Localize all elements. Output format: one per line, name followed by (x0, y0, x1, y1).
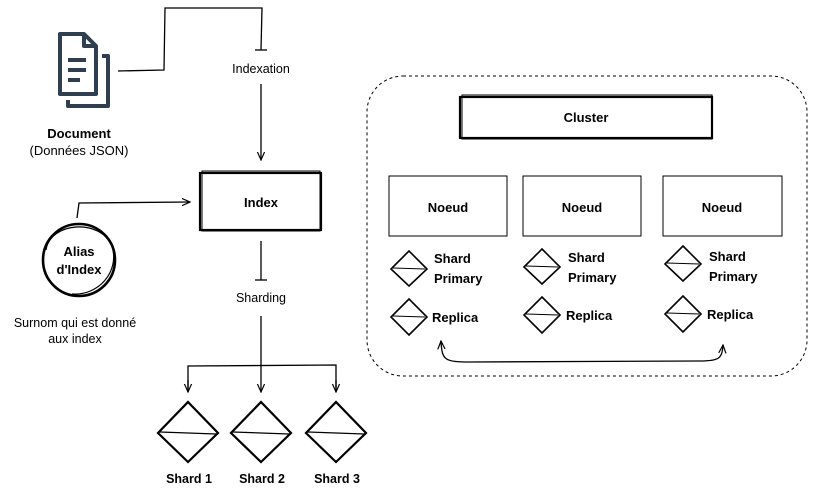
node-2-replica-diamond-icon (522, 295, 562, 335)
node-1-replica-label: Replica (432, 310, 479, 325)
indexation-label: Indexation (232, 62, 290, 76)
shard-2-label: Shard 2 (239, 472, 285, 486)
node-1-replica-diamond-icon (389, 297, 429, 337)
sharding-label: Sharding (236, 291, 286, 305)
cluster-title-box (458, 94, 714, 140)
node-2-primary-line2: Primary (568, 270, 617, 285)
replication-arrow (441, 341, 723, 363)
index-label: Index (244, 195, 279, 210)
alias-circle (41, 222, 117, 298)
node-3-primary-line1: Shard (709, 249, 746, 264)
node-3-replica-diamond-icon (663, 294, 703, 334)
node-2-replica-label: Replica (566, 308, 613, 323)
document-title: Document (47, 126, 111, 141)
document-icon (58, 32, 110, 108)
node-3-primary-diamond-icon (663, 244, 703, 283)
alias-caption-2: aux index (48, 332, 102, 346)
sharding-connectors (188, 316, 336, 392)
node-3-box (662, 175, 783, 237)
cluster-title: Cluster (564, 110, 609, 125)
node-3-label: Noeud (702, 200, 743, 215)
node-2-primary-diamond-icon (522, 247, 562, 286)
connector-document-indexation (117, 7, 263, 72)
shard-1-diamond-icon (156, 400, 220, 464)
shard-1-label: Shard 1 (166, 472, 212, 486)
node-3-primary-line2: Primary (709, 269, 758, 284)
index-box (198, 170, 323, 232)
alias-caption-1: Surnom qui est donné (14, 316, 136, 330)
node-2-primary-line1: Shard (568, 250, 605, 265)
node-2-label: Noeud (562, 200, 603, 215)
node-1-primary-diamond-icon (389, 249, 429, 288)
shard-3-label: Shard 3 (314, 472, 360, 486)
node-1-box (388, 175, 508, 237)
alias-label-2: d'Index (57, 262, 103, 277)
node-1-primary-line1: Shard (434, 251, 471, 266)
node-2-box (522, 175, 642, 237)
node-1-primary-line2: Primary (434, 271, 483, 286)
arrow-alias-index (76, 202, 190, 219)
node-3-replica-label: Replica (707, 307, 754, 322)
alias-label-1: Alias (63, 244, 94, 259)
node-1-label: Noeud (428, 200, 469, 215)
shard-2-diamond-icon (229, 400, 293, 464)
document-subtitle: (Données JSON) (30, 143, 129, 158)
shard-3-diamond-icon (304, 400, 368, 464)
